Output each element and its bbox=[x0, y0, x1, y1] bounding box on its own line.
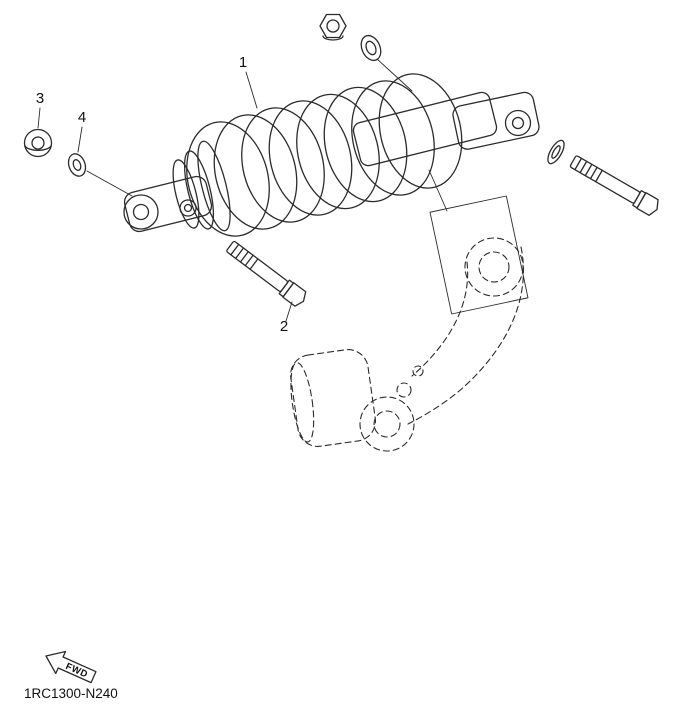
relay-arm-boss bbox=[290, 349, 376, 447]
callout-2-leader bbox=[285, 301, 293, 322]
upper-mount-bracket bbox=[452, 91, 540, 150]
callout-3-leader bbox=[37, 107, 41, 129]
upper-bolt-washer bbox=[547, 139, 565, 165]
lower-mount-eye bbox=[123, 194, 159, 230]
lower-bolt bbox=[226, 240, 307, 307]
callout-2-label[interactable]: 2 bbox=[280, 318, 288, 335]
washer-leader-line bbox=[86, 170, 133, 197]
line-art: 1 2 3 4 FWD 1RC1300-N240 bbox=[23, 13, 659, 701]
top-nut bbox=[319, 13, 347, 41]
relay-arm-upper-eye bbox=[464, 237, 524, 297]
relay-arm-lower-eye bbox=[359, 396, 415, 452]
fwd-arrow-shape bbox=[45, 650, 97, 684]
relay-arm-phantom bbox=[290, 237, 524, 452]
panel-leader-line bbox=[428, 169, 448, 212]
shock-absorber-assembly bbox=[123, 73, 540, 237]
part4-washer bbox=[67, 153, 87, 177]
fwd-arrow-label: FWD bbox=[64, 661, 90, 680]
callout-4-label[interactable]: 4 bbox=[78, 109, 86, 126]
callout-1-label[interactable]: 1 bbox=[239, 54, 247, 71]
callout-4-leader bbox=[77, 126, 83, 153]
top-fastener-leader-line bbox=[376, 58, 413, 92]
part-code: 1RC1300-N240 bbox=[24, 686, 118, 701]
lower-clevis bbox=[123, 175, 213, 233]
callout-1-leader bbox=[245, 71, 258, 109]
upper-mount-eye bbox=[504, 109, 532, 137]
section-panel bbox=[429, 195, 529, 315]
upper-bolt bbox=[569, 155, 659, 216]
coil-spring bbox=[186, 73, 463, 237]
spring-seat-rings bbox=[172, 140, 231, 232]
callout-3-label[interactable]: 3 bbox=[36, 90, 44, 107]
damper-body bbox=[352, 91, 498, 167]
top-washer bbox=[360, 34, 382, 62]
part3-nut bbox=[23, 128, 53, 158]
fwd-arrow: FWD bbox=[45, 650, 97, 684]
